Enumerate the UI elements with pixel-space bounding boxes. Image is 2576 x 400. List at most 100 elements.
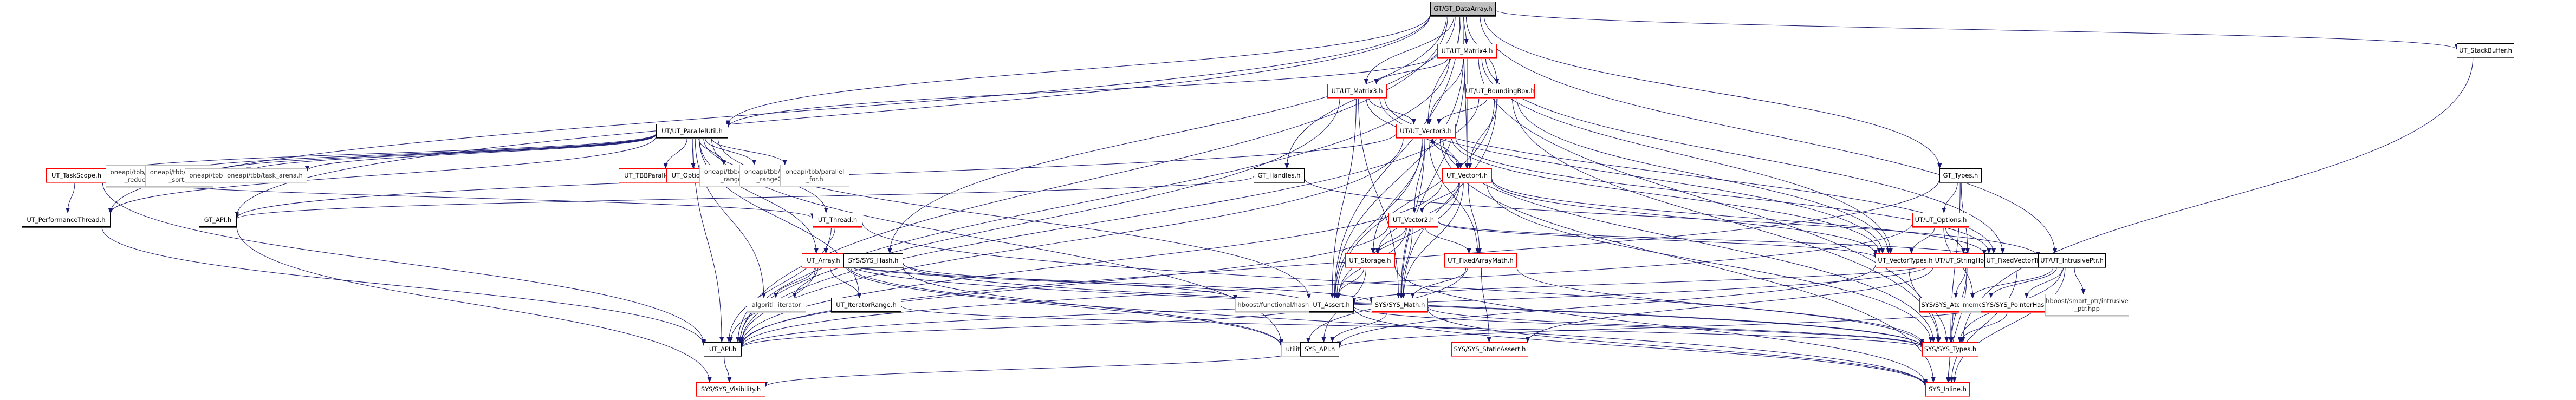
edge-bbox-to-sysmath	[1401, 97, 1497, 298]
edge-root-to-parallelutil	[726, 14, 1431, 126]
node-visibility[interactable]: SYS/SYS_Visibility.h	[696, 382, 765, 396]
node-matrix4[interactable]: UT/UT_Matrix4.h	[1437, 44, 1497, 58]
node-options[interactable]: UT/UT_Options.h	[1912, 213, 1969, 227]
edge-utassert-to-utapi	[739, 306, 1309, 349]
edge-array-to-utassert	[845, 262, 1311, 304]
node-intrusiveptr[interactable]: UT/UT_IntrusivePtr.h	[2038, 253, 2106, 267]
node-parallelutil[interactable]: UT/UT_ParallelUtil.h	[656, 124, 728, 138]
edge-vector4-to-vector2	[1419, 182, 1459, 213]
edge-pointerhash-to-sysapi	[1337, 307, 1981, 349]
edge-vector4-to-sysmath	[1401, 182, 1464, 298]
edge-thread-to-utapi	[726, 226, 832, 343]
edge-stringholder-to-utassert	[1352, 263, 1933, 304]
edge-parallelutil-to-optional	[691, 137, 696, 169]
node-iterator: iterator	[773, 298, 806, 312]
node-pointerhash[interactable]: SYS/SYS_PointerHash.h	[1981, 298, 2055, 312]
edge-handles-to-gtapi	[235, 176, 1254, 220]
node-gttypes[interactable]: GT_Types.h	[1939, 168, 1982, 182]
edge-options-to-vectortypes	[1909, 226, 1935, 254]
node-utapi[interactable]: UT_API.h	[704, 342, 742, 356]
edge-array-to-inline	[845, 263, 1928, 388]
node-taskscope[interactable]: UT_TaskScope.h	[46, 168, 107, 182]
edge-root-to-utapi	[736, 15, 1448, 343]
node-stackbuf[interactable]: UT_StackBuffer.h	[2457, 43, 2514, 57]
edge-vector3-to-fixedarraymath	[1428, 137, 1480, 254]
edge-root-to-utassert	[1332, 15, 1461, 298]
edges-layer	[66, 10, 2474, 388]
edge-array-to-iteratorrange	[830, 267, 862, 298]
edge-fixedvectortraits-to-inline	[1949, 267, 2018, 383]
node-vector2[interactable]: UT_Vector2.h	[1388, 213, 1438, 227]
edge-systypes-to-inline	[1945, 356, 1950, 383]
edge-matrix3-to-utassert	[1330, 97, 1357, 298]
edge-bbox-to-vectortypes	[1516, 97, 1891, 254]
node-hboostptr: hboost/smart_ptr/intrusive _ptr.hpp	[2045, 294, 2129, 316]
edge-matrix4-to-sysmath	[1399, 57, 1466, 298]
node-perfthread[interactable]: UT_PerformanceThread.h	[22, 213, 111, 227]
edge-vector4-to-systypes	[1486, 182, 1933, 343]
node-vector3[interactable]: UT/UT_Vector3.h	[1396, 124, 1456, 138]
edge-intrusiveptr-to-atomicint	[1970, 267, 2054, 298]
edge-vectortypes-to-sysapi	[1337, 265, 1876, 347]
edge-vector3-to-utassert	[1333, 137, 1423, 298]
edge-thread-to-array	[823, 226, 835, 254]
node-tbb-for: oneapi/tbb/parallel _for.h	[780, 165, 849, 186]
edge-root-to-matrix3	[1364, 15, 1455, 84]
node-gtapi[interactable]: GT_API.h	[199, 213, 237, 227]
edge-vector4-to-fixedarraymath	[1468, 182, 1482, 254]
node-fixedarraymath[interactable]: UT_FixedArrayMath.h	[1444, 253, 1517, 267]
edge-root-to-gttypes	[1483, 15, 1942, 169]
edge-fixedarraymath-to-sysmath	[1410, 267, 1468, 298]
edge-matrix4-to-utassert	[1333, 57, 1464, 298]
edge-matrix3-to-vector3	[1368, 97, 1416, 124]
edge-parallelutil-to-array	[699, 137, 819, 254]
node-storage[interactable]: UT_Storage.h	[1345, 253, 1395, 267]
edge-parallelutil-to-tbb_reduce	[172, 134, 657, 174]
node-sysapi[interactable]: SYS_API.h	[1300, 342, 1339, 356]
node-iteratorrange[interactable]: UT_IteratorRange.h	[831, 298, 901, 312]
edge-handles-to-intrusiveptr	[1304, 178, 2040, 258]
node-vector4[interactable]: UT_Vector4.h	[1442, 168, 1492, 182]
edge-options-to-stringholder	[1945, 226, 1966, 254]
edge-array-to-iterator	[793, 267, 819, 298]
node-handles[interactable]: GT_Handles.h	[1254, 168, 1305, 182]
edge-vector3-to-inline	[1439, 137, 1936, 383]
node-sysmath[interactable]: SYS/SYS_Math.h	[1372, 298, 1428, 312]
edge-stringholder-to-staticassert	[1526, 267, 1933, 343]
node-syshash[interactable]: SYS/SYS_Hash.h	[843, 253, 903, 267]
edge-utassert-to-systypes	[1353, 306, 1924, 348]
node-thread[interactable]: UT_Thread.h	[813, 213, 862, 227]
edge-root-to-stackbuf	[1495, 10, 2459, 50]
node-staticassert[interactable]: SYS/SYS_StaticAssert.h	[1451, 342, 1528, 356]
edge-parallelutil-to-algorithm	[695, 137, 766, 298]
edge-bbox-to-vector4	[1468, 97, 1498, 169]
node-bbox[interactable]: UT/UT_BoundingBox.h	[1465, 84, 1535, 98]
edge-parallelutil-to-tbb_task	[246, 134, 657, 173]
edge-stackbuf-to-systypes	[1961, 57, 2474, 343]
node-systypes[interactable]: SYS/SYS_Types.h	[1922, 342, 1978, 356]
edge-parallelutil-to-tbb_for	[711, 137, 787, 165]
edge-vector3-to-fixedvectortraits	[1455, 137, 1991, 254]
edge-vector2-to-vectortypes	[1438, 221, 1878, 259]
edge-taskscope-to-perfthread	[66, 182, 75, 213]
edge-vector2-to-fixedvectortraits	[1438, 221, 1987, 259]
node-array[interactable]: UT_Array.h	[802, 253, 845, 267]
edge-sysapi-to-visibility	[763, 350, 1301, 388]
edge-parallelutil-to-tbbinvoke	[663, 137, 687, 169]
edge-root-to-syshash	[887, 15, 1447, 254]
node-inline[interactable]: SYS_Inline.h	[1925, 382, 1970, 396]
edge-root-to-gtapi	[235, 14, 1431, 218]
edge-sysmath-to-inline	[1427, 309, 1928, 386]
node-vectortypes[interactable]: UT_VectorTypes.h	[1876, 253, 1935, 267]
edge-parallelutil-to-perfthread	[108, 136, 657, 214]
edge-parallelutil-to-tbb_arena	[305, 134, 657, 172]
edge-options-to-utapi	[739, 222, 1913, 348]
edge-array-to-utility	[845, 264, 1283, 347]
edge-sysmath-to-sysapi	[1330, 311, 1388, 343]
node-utassert[interactable]: UT_Assert.h	[1309, 298, 1354, 312]
node-root[interactable]: GT/GT_DataArray.h	[1430, 2, 1496, 16]
edge-syshash-to-utility	[903, 266, 1283, 347]
edge-stringholder-to-atomicint	[1954, 267, 1967, 298]
node-matrix3[interactable]: UT/UT_Matrix3.h	[1327, 84, 1387, 98]
edge-root-to-intrusiveptr	[1480, 15, 2058, 254]
